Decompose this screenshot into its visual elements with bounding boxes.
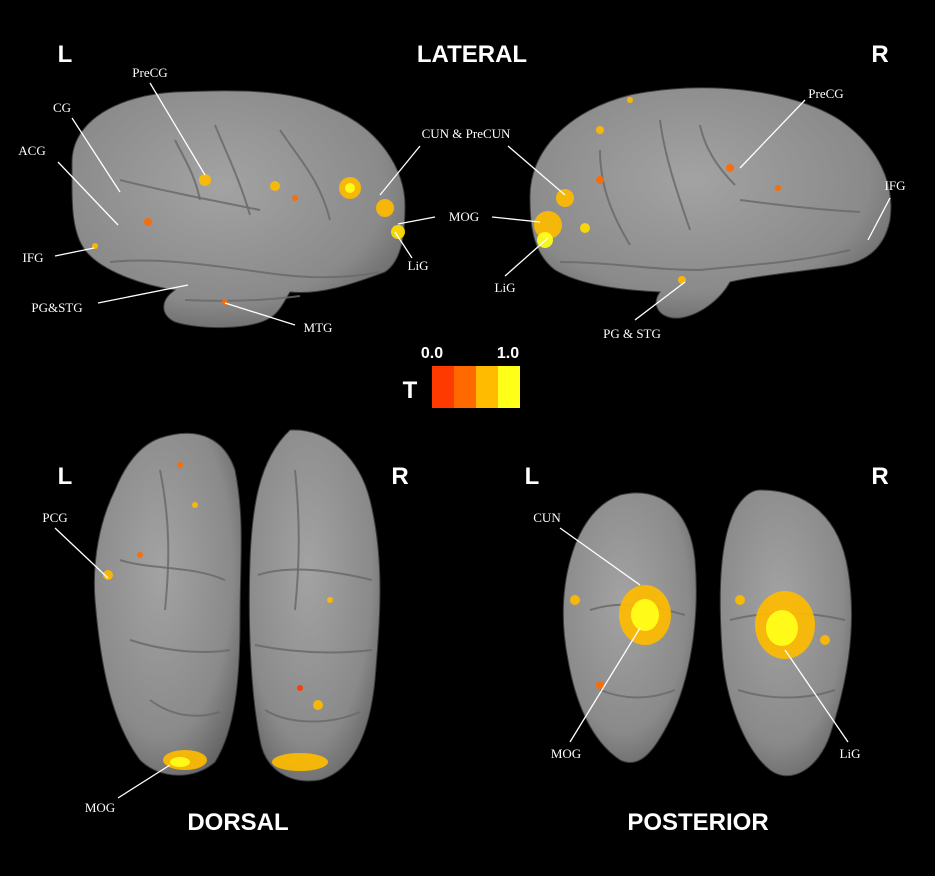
hemi-label-posterior-left: L (525, 463, 540, 490)
activation-blob (103, 570, 113, 580)
activation-blob (376, 199, 394, 217)
label-precg-right: PreCG (808, 86, 843, 101)
activation-blob (627, 97, 633, 103)
activation-blob (199, 174, 211, 186)
activation-blob (292, 195, 298, 201)
heading-posterior: POSTERIOR (627, 809, 768, 836)
colorbar: T 0.0 1.0 (403, 345, 520, 408)
activation-blob (596, 681, 604, 689)
leader-mog-left (397, 216, 436, 225)
leader-pg-stg-left (97, 284, 189, 304)
leader-mog-dorsal (117, 764, 171, 799)
activation-blob (297, 685, 303, 691)
activation-blob (775, 185, 781, 191)
label-precg-left: PreCG (132, 65, 167, 80)
sylvian-fissure (109, 259, 381, 279)
activation-blob (580, 223, 590, 233)
colorbar-min-label: 0.0 (421, 345, 443, 362)
leader-cun-precun-left (379, 145, 421, 196)
leader-ifg-left (54, 247, 95, 257)
colorbar-swatch (476, 366, 498, 408)
leader-cun-precun-right (507, 145, 566, 196)
leader-mtg (224, 302, 296, 326)
dorsal-left-hemisphere (93, 432, 242, 776)
label-lig-left: LiG (408, 258, 429, 273)
label-cun-posterior: CUN (533, 510, 561, 525)
lateral-left-hemisphere (71, 90, 406, 329)
activation-blob (327, 597, 333, 603)
dorsal-activations (103, 462, 333, 771)
activation-blob (170, 757, 190, 767)
label-cg: CG (53, 100, 71, 115)
hemi-label-dorsal-left: L (58, 463, 73, 490)
activation-blob (534, 211, 562, 239)
leader-lines (54, 82, 891, 799)
activation-blob (272, 753, 328, 771)
activation-blob (570, 595, 580, 605)
label-lig-right: LiG (495, 280, 516, 295)
leader-acg (57, 161, 119, 226)
activation-blob (313, 700, 323, 710)
leader-lig-right (504, 237, 549, 277)
hemi-label-lateral-right: R (871, 41, 888, 68)
hemi-label-lateral-left: L (58, 41, 73, 68)
activation-blob (820, 635, 830, 645)
activation-blob (192, 502, 198, 508)
activation-blob (177, 462, 183, 468)
hemi-label-dorsal-right: R (391, 463, 408, 490)
colorbar-swatches (432, 366, 520, 408)
colorbar-swatch (498, 366, 520, 408)
label-mog-posterior: MOG (551, 746, 581, 761)
activation-blob (735, 595, 745, 605)
label-mog-dorsal: MOG (85, 800, 115, 815)
label-cun-precun: CUN & PreCUN (422, 126, 511, 141)
heading-dorsal: DORSAL (187, 809, 288, 836)
sylvian-fissure (559, 249, 851, 272)
leader-lig-posterior (784, 649, 849, 743)
leader-cun-posterior (559, 527, 641, 586)
activation-blob (631, 599, 659, 631)
leader-precg-right (739, 99, 806, 169)
hemi-label-posterior-right: R (871, 463, 888, 490)
activation-blob (137, 552, 143, 558)
leader-pcg (54, 527, 109, 579)
label-ifg-left: IFG (23, 250, 44, 265)
activation-blob (556, 189, 574, 207)
activation-blob (270, 181, 280, 191)
leader-precg-left (149, 82, 206, 176)
colorbar-max-label: 1.0 (497, 345, 519, 362)
label-lig-posterior: LiG (840, 746, 861, 761)
dorsal-right-hemisphere (248, 429, 381, 782)
colorbar-symbol: T (403, 377, 418, 404)
activation-blob (144, 218, 152, 226)
leader-ifg-right (867, 197, 891, 241)
activation-blob (391, 225, 405, 239)
label-pcg: PCG (42, 510, 67, 525)
activation-blob (766, 610, 798, 646)
label-mog-lateral: MOG (449, 209, 479, 224)
lateral-right-hemisphere (529, 87, 892, 319)
posterior-activations (570, 585, 830, 689)
label-acg: ACG (18, 143, 45, 158)
activation-blob (596, 126, 604, 134)
leader-mog-right (491, 216, 541, 223)
label-pg-stg-left: PG&STG (31, 300, 82, 315)
label-ifg-right: IFG (885, 178, 906, 193)
label-pg-stg-right: PG & STG (603, 326, 661, 341)
colorbar-swatch (432, 366, 454, 408)
activation-blob (726, 164, 734, 172)
activation-blob (345, 183, 355, 193)
leader-cg (71, 117, 121, 193)
heading-lateral: LATERAL (417, 41, 527, 68)
leader-mog-posterior (569, 627, 641, 743)
colorbar-swatch (454, 366, 476, 408)
label-mtg: MTG (304, 320, 333, 335)
leader-pg-stg-right (634, 281, 686, 321)
activation-blob (596, 176, 604, 184)
leader-lig-left (394, 231, 413, 259)
